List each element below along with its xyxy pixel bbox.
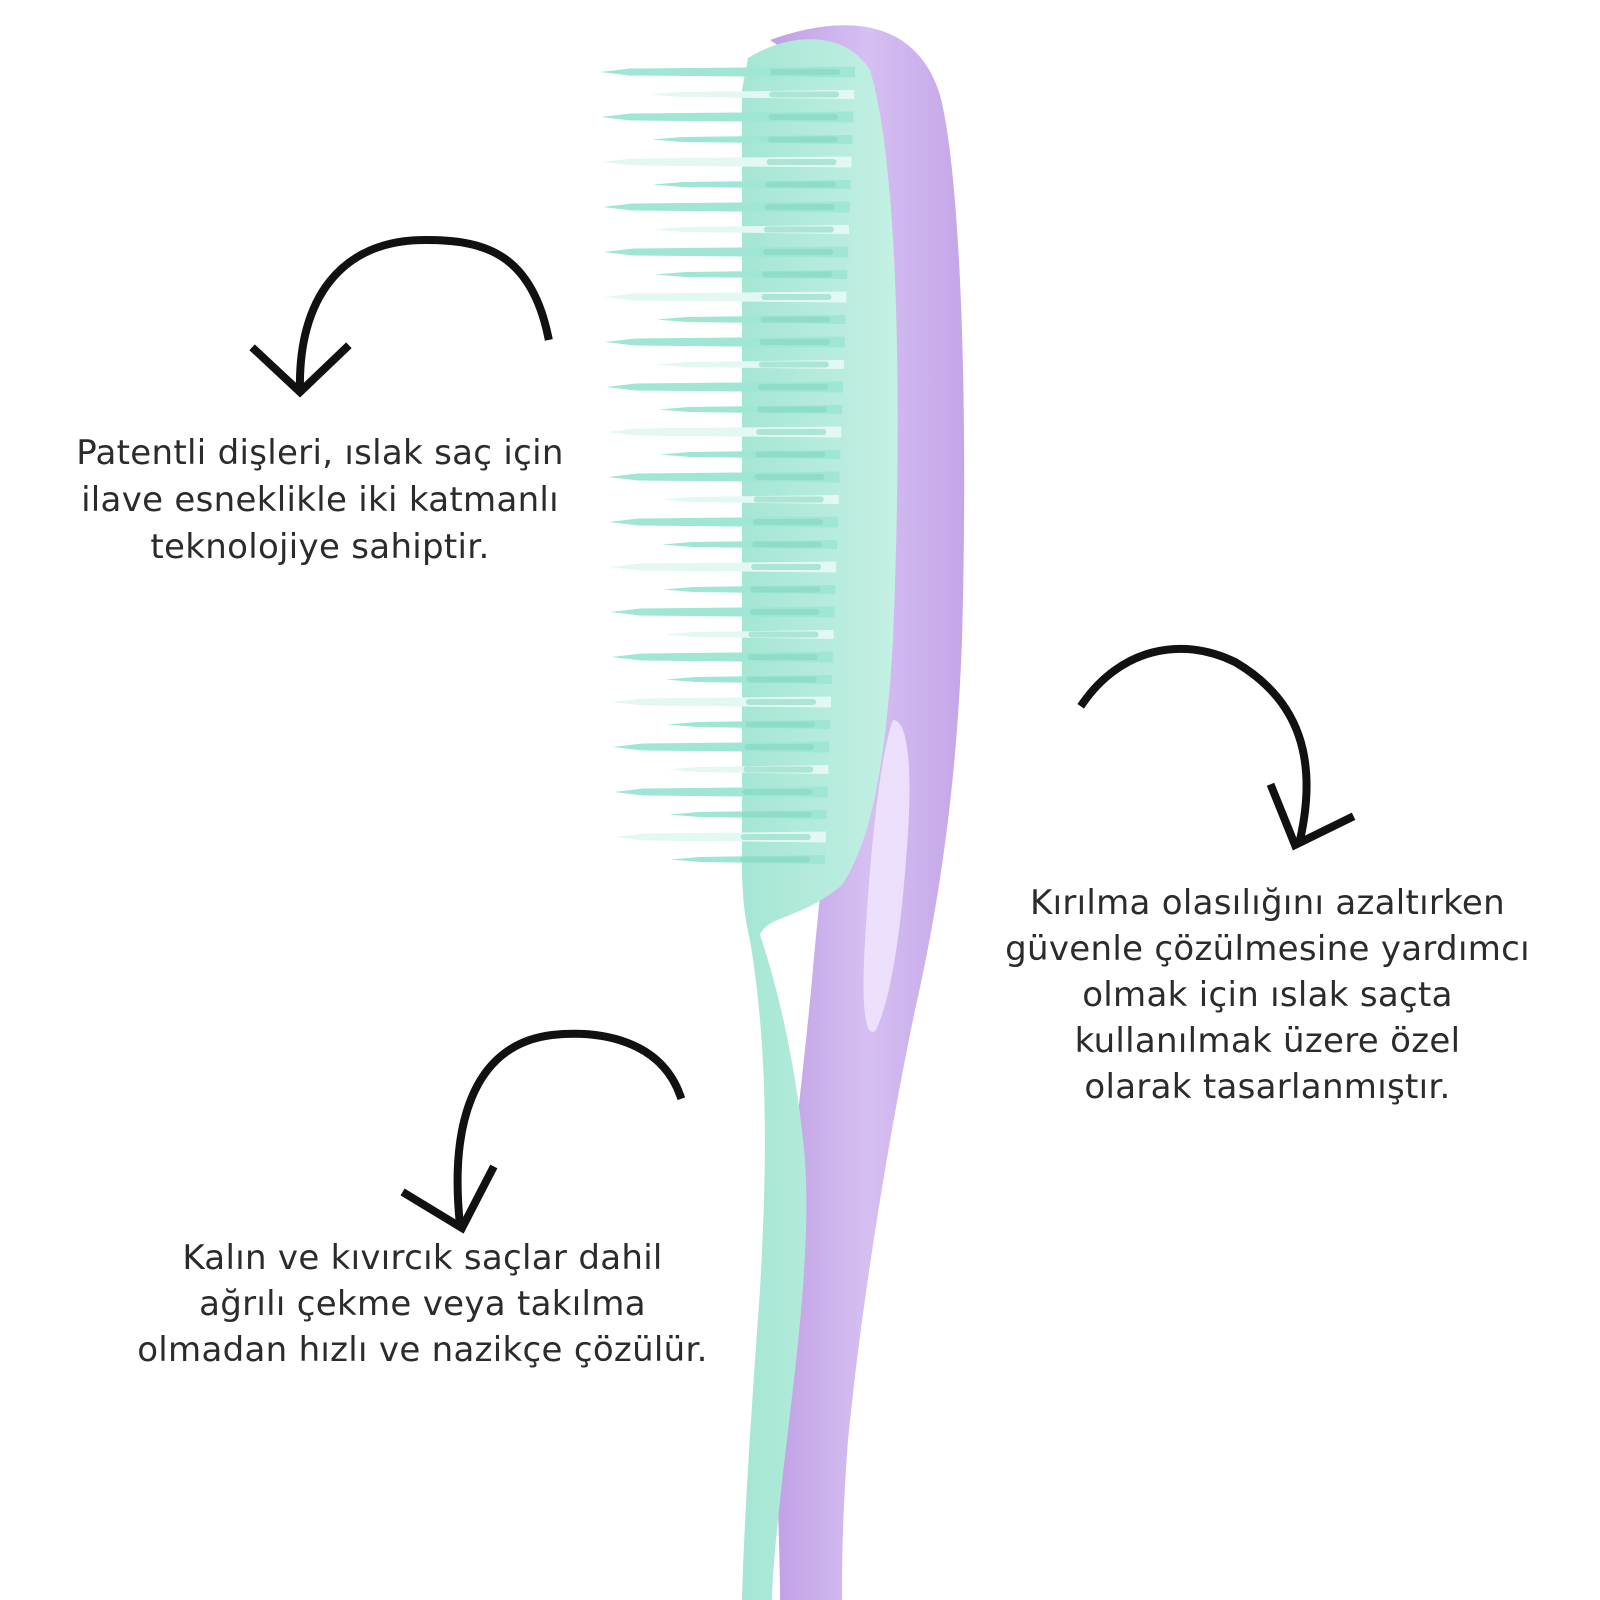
caption-line: ilave esneklikle iki katmanlı — [81, 480, 559, 520]
bristle-base — [744, 744, 815, 750]
caption-line: kullanılmak üzere özel — [1074, 1021, 1461, 1061]
bristle-base — [743, 766, 814, 773]
bristle-base — [764, 204, 835, 210]
caption-line: olmadan hızlı ve nazikçe çözülür. — [137, 1330, 708, 1370]
bristle-base — [763, 249, 834, 255]
curved-arrow-icon — [400, 1029, 686, 1234]
bristle-base — [769, 91, 840, 98]
bristle-base — [767, 136, 838, 143]
caption-line: Patentli dişleri, ıslak saç için — [76, 433, 564, 473]
bristle-base — [758, 384, 828, 390]
bristle-base — [740, 856, 810, 863]
bristle-base — [755, 451, 826, 458]
bristle-base — [753, 496, 824, 503]
curved-arrow-icon — [249, 235, 553, 398]
feature-caption-teeth: Patentli dişleri, ıslak saç için ilave e… — [40, 430, 600, 571]
bristle-base — [770, 69, 840, 75]
bristle-base — [752, 541, 822, 548]
handle-highlight — [863, 720, 910, 1032]
bristle-base — [762, 271, 833, 278]
bristle-base — [745, 721, 816, 728]
bristle-base — [768, 114, 839, 120]
caption-line: olarak tasarlanmıştır. — [1084, 1067, 1451, 1107]
caption-line: olmak için ıslak saçta — [1082, 975, 1453, 1015]
bristle-base — [746, 676, 817, 683]
feature-caption-wet-hair: Kırılma olasılığını azaltırken güvenle ç… — [965, 880, 1570, 1110]
brush-bristles — [600, 66, 855, 864]
bristle-base — [754, 474, 825, 480]
bristle-base — [751, 564, 822, 570]
caption-line: Kalın ve kıvırcık saçlar dahil — [182, 1238, 663, 1278]
caption-line: ağrılı çekme veya takılma — [199, 1284, 646, 1324]
bristle-base — [746, 699, 816, 705]
caption-line: teknolojiye sahiptir. — [150, 527, 490, 567]
bristle-base — [756, 429, 827, 435]
bristle-base — [760, 316, 831, 323]
bristle-base — [752, 519, 823, 525]
curved-arrow-icon — [1077, 644, 1356, 851]
bristle-base — [765, 181, 836, 188]
bristle-base — [741, 811, 812, 818]
bristle-base — [748, 631, 819, 638]
bristle-base — [757, 406, 828, 413]
feature-caption-thick-hair: Kalın ve kıvırcık saçlar dahil ağrılı çe… — [95, 1235, 750, 1373]
bristle-base — [766, 159, 837, 165]
bristle-base — [742, 789, 813, 795]
caption-line: Kırılma olasılığını azaltırken — [1029, 883, 1505, 923]
bristle-base — [764, 226, 834, 233]
bristle-base — [750, 586, 821, 593]
caption-line: güvenle çözülmesine yardımcı — [1005, 929, 1530, 969]
bristle-base — [761, 294, 832, 300]
bristle-base — [759, 339, 830, 345]
bristle-base — [740, 834, 811, 840]
bristle-base — [747, 654, 818, 660]
bristle-base — [749, 609, 820, 615]
bristle-base — [758, 361, 829, 368]
